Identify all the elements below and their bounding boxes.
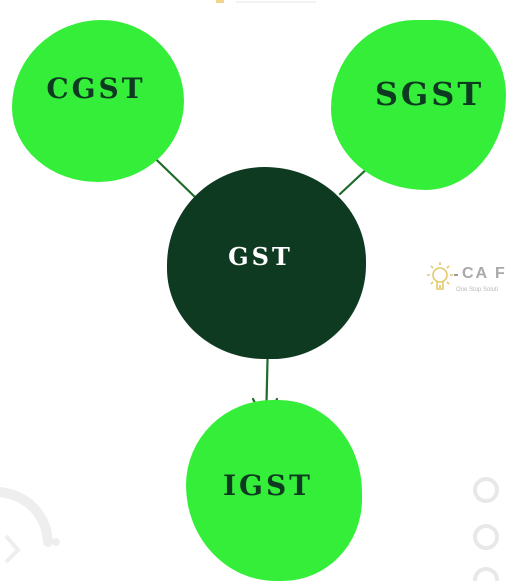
cgst-node: CGST [12, 20, 184, 182]
decorative-arc [0, 487, 60, 564]
igst-node: IGST [186, 400, 362, 581]
sgst-node: SGST [331, 20, 506, 190]
cgst-label: CGST [46, 71, 146, 105]
gst-node: GST [167, 167, 366, 359]
watermark-tagline: One Stop Soluti [456, 287, 499, 293]
lightbulb-icon [427, 262, 460, 290]
decorative-rings [473, 477, 499, 581]
igst-label: IGST [222, 469, 314, 502]
watermark-logo: CA F One Stop Soluti [424, 259, 506, 299]
gst-label: GST [228, 241, 293, 271]
sgst-label: SGST [374, 75, 485, 113]
top-decoration [216, 0, 316, 3]
watermark-text: CA F [462, 265, 506, 282]
